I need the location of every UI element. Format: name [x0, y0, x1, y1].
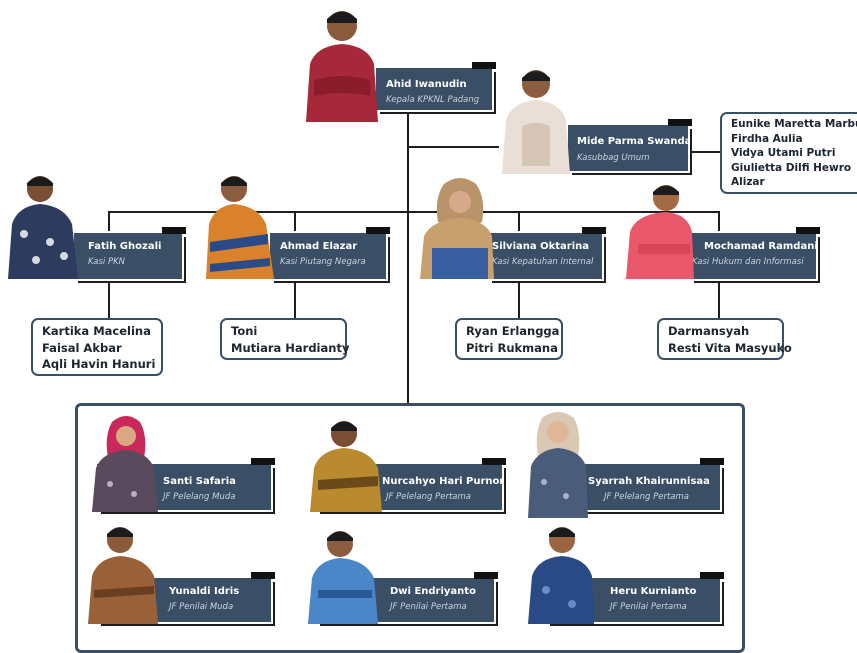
- card-tab: [700, 572, 724, 579]
- staff-name: Alizar: [731, 176, 765, 188]
- section-photo-hukum: [624, 182, 696, 279]
- head-photo: [300, 6, 380, 122]
- staff-name: Mutiara Hardianty: [231, 340, 350, 355]
- section-name: Fatih Ghozali: [88, 241, 162, 252]
- functional-photo-6: [526, 524, 596, 624]
- functional-role: JF Penilai Pertama: [610, 602, 687, 612]
- card-tab: [366, 227, 390, 234]
- connector-sub-staff: [690, 151, 724, 153]
- section-name: Ahmad Elazar: [280, 241, 358, 252]
- card-tab: [668, 119, 692, 126]
- connector-staff-4: [718, 283, 720, 319]
- functional-photo-3: [526, 410, 590, 518]
- functional-photo-2: [308, 418, 384, 512]
- functional-name: Yunaldi Idris: [169, 586, 240, 597]
- section-role: Kasi Kepatuhan Internal: [492, 257, 594, 267]
- section-staff-box-pkn: Kartika Macelina Faisal Akbar Aqli Havin…: [31, 318, 163, 376]
- section-photo-kepatuhan: [418, 178, 496, 279]
- staff-name: Toni: [231, 324, 258, 338]
- section-photo-piutang: [204, 172, 278, 279]
- card-tab: [474, 572, 498, 579]
- sub-card: Mide Parma Swanda Kasubbag Umum: [568, 119, 692, 175]
- staff-name: Resti Vita Masyuko: [668, 340, 792, 355]
- card-tab: [582, 227, 606, 234]
- staff-name: Eunike Maretta Marbun: [731, 118, 857, 130]
- connector-staff-3: [518, 283, 520, 319]
- connector-section-2: [294, 211, 296, 231]
- section-role: Kasi PKN: [88, 257, 126, 267]
- section-card-piutang: Ahmad Elazar Kasi Piutang Negara: [270, 227, 390, 283]
- head-card: Ahid Iwanudin Kepala KPKNL Padang: [376, 62, 496, 114]
- functional-name: Heru Kurnianto: [610, 586, 697, 597]
- functional-role: JF Pelelang Muda: [163, 492, 236, 502]
- connector-section-3: [518, 211, 520, 231]
- functional-photo-1: [90, 414, 160, 512]
- functional-role: JF Pelelang Pertama: [386, 492, 471, 502]
- functional-photo-4: [86, 524, 160, 624]
- section-role: Kasi Piutang Negara: [280, 257, 366, 267]
- functional-photo-5: [306, 528, 380, 624]
- section-photo-pkn: [6, 172, 82, 279]
- functional-name: Santi Safaria: [163, 476, 236, 487]
- section-name: Silviana Oktarina: [492, 241, 590, 252]
- sub-role: Kasubbag Umum: [577, 153, 650, 163]
- card-tab: [700, 458, 724, 465]
- sub-photo: [498, 66, 574, 174]
- connector-head-trunk: [407, 112, 409, 404]
- section-card-hukum: Mochamad Ramdani Kasi Hukum dan Informas…: [690, 227, 820, 283]
- staff-name: Vidya Utami Putri: [731, 147, 836, 159]
- card-tab: [472, 62, 496, 69]
- card-tab: [482, 458, 506, 465]
- section-staff-box-kepatuhan: Ryan Erlangga Pitri Rukmana: [455, 318, 563, 360]
- staff-name: Faisal Akbar: [42, 340, 122, 355]
- section-card-kepatuhan: Silviana Oktarina Kasi Kepatuhan Interna…: [488, 227, 606, 283]
- staff-name: Darmansyah: [668, 324, 750, 338]
- functional-role: JF Penilai Muda: [169, 602, 234, 612]
- functional-role: JF Pelelang Pertama: [604, 492, 689, 502]
- card-tab: [796, 227, 820, 234]
- head-name: Ahid Iwanudin: [386, 79, 467, 90]
- functional-role: JF Penilai Pertama: [390, 602, 467, 612]
- card-tab: [251, 458, 275, 465]
- card-tab: [162, 227, 186, 234]
- staff-name: Pitri Rukmana: [466, 340, 558, 355]
- connector-staff-1: [108, 283, 110, 319]
- staff-name: Firdha Aulia: [731, 132, 803, 145]
- section-staff-box-piutang: Toni Mutiara Hardianty: [220, 318, 350, 360]
- section-card-pkn: Fatih Ghozali Kasi PKN: [74, 227, 186, 283]
- connector-section-4: [718, 211, 720, 231]
- sub-staff-box: Eunike Maretta Marbun Firdha Aulia Vidya…: [720, 112, 857, 194]
- staff-name: Aqli Havin Hanuri: [42, 357, 156, 371]
- functional-name: Nurcahyo Hari Purnomo: [382, 476, 517, 487]
- section-name: Mochamad Ramdani: [704, 241, 818, 252]
- functional-name: Syarrah Khairunnisaa: [588, 476, 710, 487]
- staff-name: Ryan Erlangga: [466, 324, 560, 338]
- connector-sub-branch: [409, 146, 499, 148]
- sub-name: Mide Parma Swanda: [577, 136, 692, 147]
- staff-name: Kartika Macelina: [42, 324, 151, 338]
- functional-name: Dwi Endriyanto: [390, 586, 476, 597]
- connector-staff-2: [294, 283, 296, 319]
- connector-section-1: [108, 211, 110, 231]
- section-role: Kasi Hukum dan Informasi: [692, 257, 804, 267]
- staff-name: Giulietta Dilfi Hewro: [731, 161, 852, 174]
- head-role: Kepala KPKNL Padang: [386, 95, 480, 105]
- section-staff-box-hukum: Darmansyah Resti Vita Masyuko: [657, 318, 792, 360]
- card-tab: [251, 572, 275, 579]
- connector-sections-bar: [108, 211, 720, 213]
